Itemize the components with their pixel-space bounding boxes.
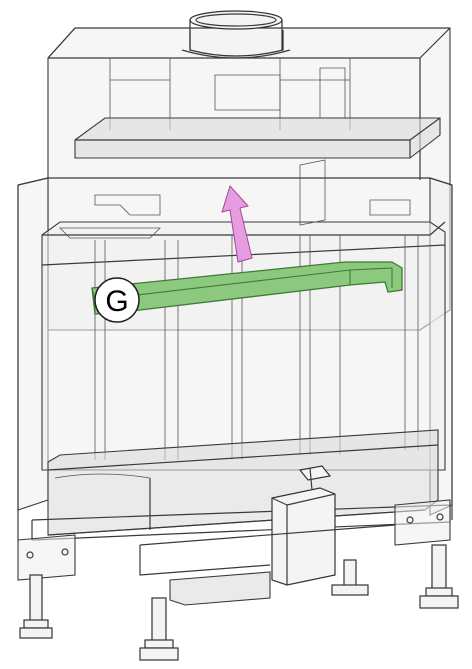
- leg-front-mid: [139, 597, 179, 661]
- leg-right: [419, 544, 459, 609]
- control-box: [271, 465, 336, 586]
- base-frame: [17, 499, 451, 606]
- leg-front-left: [19, 574, 53, 639]
- leg-back-mid: [331, 559, 369, 596]
- direction-arrow: [221, 185, 253, 263]
- callout-g: G: [94, 277, 140, 323]
- flue-collar: [181, 10, 291, 59]
- callout-label: G: [105, 285, 128, 318]
- callout-circle: [94, 277, 140, 323]
- baffle-plate: [74, 117, 441, 159]
